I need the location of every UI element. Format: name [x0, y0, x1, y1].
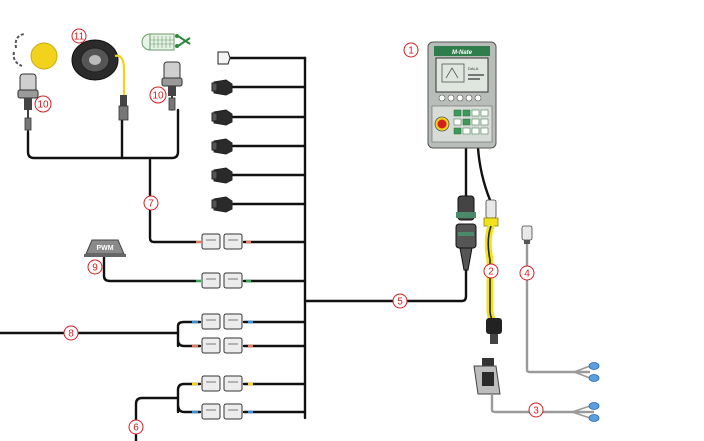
callout-2: 2 — [483, 263, 499, 279]
proximity-sensor-10a — [17, 73, 39, 131]
svg-text:10: 10 — [37, 100, 49, 111]
cable-6 — [134, 396, 180, 441]
pwm-module: PWM — [84, 239, 126, 257]
callout-10a: 10 — [34, 95, 52, 113]
cable-9 — [102, 253, 198, 283]
svg-text:10: 10 — [152, 91, 164, 102]
svg-text:8: 8 — [68, 329, 74, 340]
wire-marker-bands — [192, 240, 253, 414]
connector-pair-9 — [201, 272, 243, 289]
terminal-keypad — [453, 109, 489, 135]
grey-cable-3 — [473, 358, 600, 422]
connector-pair-8a — [201, 313, 243, 330]
mesh-wheel-illustration — [141, 33, 191, 51]
callout-6: 6 — [128, 419, 144, 435]
callout-9: 9 — [87, 259, 103, 275]
yellow-harness-cable-2 — [483, 199, 502, 344]
sensor-plug-2 — [211, 109, 233, 126]
svg-text:2: 2 — [488, 267, 494, 278]
cable-6-split — [176, 382, 202, 414]
cable-5 — [303, 268, 468, 303]
sensor-bus-wire — [26, 108, 180, 160]
connector-pair-8b — [201, 337, 243, 354]
callout-10b: 10 — [149, 86, 167, 104]
wire-harness — [0, 56, 492, 441]
control-terminal: M-Nate DALA — [427, 41, 497, 149]
proximity-sensor-10b — [161, 61, 183, 111]
svg-text:9: 9 — [92, 263, 98, 274]
callout-8: 8 — [63, 325, 79, 341]
svg-text:3: 3 — [533, 406, 539, 417]
plug-cap-white — [217, 51, 231, 65]
sensor-plugs — [211, 51, 233, 213]
callout-7: 7 — [143, 195, 159, 211]
round-connector-cable-5 — [455, 195, 477, 271]
connector-pair-6b — [201, 403, 243, 420]
connector-pair-7 — [201, 233, 243, 250]
callout-4: 4 — [519, 265, 535, 281]
wheel-speed-sensor — [71, 39, 129, 121]
sensor-plug-1 — [211, 79, 233, 96]
terminal-softkeys — [438, 94, 482, 102]
cable-7 — [148, 158, 198, 244]
callout-1: 1 — [403, 42, 419, 58]
yellow-target-ball — [30, 42, 58, 70]
callout-11: 11 — [71, 28, 87, 44]
connector-pair-6a — [201, 375, 243, 392]
svg-text:11: 11 — [74, 32, 85, 43]
sensor-plug-5 — [211, 196, 233, 213]
svg-text:5: 5 — [397, 297, 403, 308]
chain-sensor-illustration — [12, 33, 58, 70]
sensor-plug-3 — [211, 138, 233, 155]
terminal-screen-label: DALA — [468, 66, 479, 71]
svg-text:4: 4 — [524, 269, 530, 280]
svg-text:7: 7 — [148, 199, 154, 210]
sensor-plug-4 — [211, 167, 233, 184]
callout-5: 5 — [392, 293, 408, 309]
pwm-label: PWM — [96, 245, 113, 252]
svg-text:1: 1 — [408, 46, 414, 57]
connector-pairs — [201, 233, 243, 420]
terminal-cable-right — [476, 146, 492, 202]
callout-3: 3 — [528, 402, 544, 418]
cable-8-split — [176, 320, 202, 348]
terminal-brand-label: M-Nate — [452, 50, 473, 56]
svg-text:6: 6 — [133, 423, 139, 434]
grey-cable-4 — [521, 225, 600, 382]
callouts: 1 2 3 4 5 6 7 8 9 10 10 11 — [34, 28, 544, 435]
